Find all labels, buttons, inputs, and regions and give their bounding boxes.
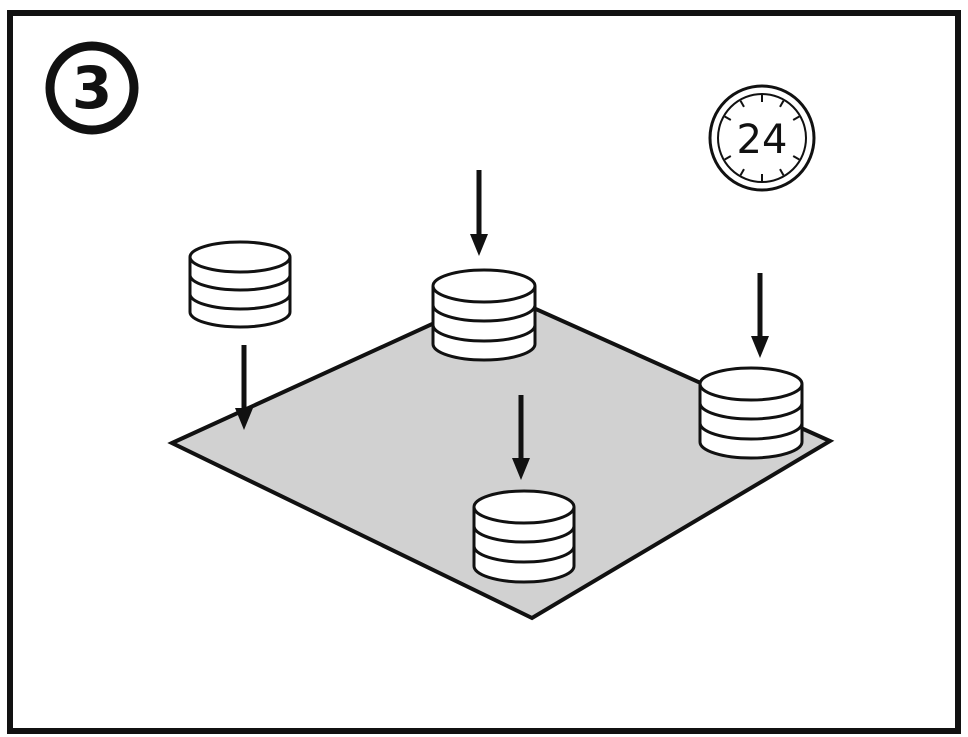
stack-back-center (431, 268, 537, 362)
step-badge-ring (45, 41, 139, 135)
clock-tick (792, 155, 800, 161)
arrow-down-icon (235, 345, 253, 430)
arrow-down-icon (512, 395, 530, 480)
clock-ticks (724, 95, 800, 181)
layer-stack-icon (431, 268, 537, 362)
arrow-down-icon (470, 170, 488, 256)
step-number: 3 (72, 54, 112, 122)
layer-stack-icon (698, 366, 804, 460)
clock-tick (724, 155, 732, 161)
stack-left-raised (188, 240, 292, 329)
stack-right (698, 366, 804, 460)
layer-stack-icon (188, 240, 292, 329)
ground-surface (167, 290, 835, 621)
arrow-down-icon (751, 273, 769, 358)
clock-tick (724, 115, 732, 121)
clock-tick (779, 168, 785, 176)
clock-tick (739, 168, 745, 176)
clock-inner-ring (717, 93, 807, 183)
clock-24-icon: 24 (708, 84, 816, 192)
clock-tick (792, 115, 800, 121)
clock-label: 24 (737, 117, 788, 163)
clock-tick (739, 100, 745, 108)
clock-tick (779, 100, 785, 108)
step-badge: 3 (45, 41, 139, 135)
stack-front-center (472, 489, 576, 584)
layer-stack-icon (472, 489, 576, 584)
